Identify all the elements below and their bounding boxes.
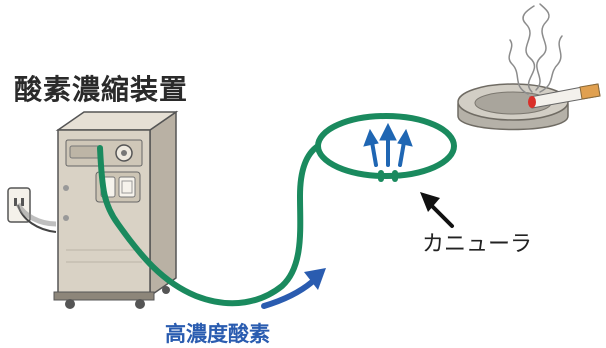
device-title: 酸素濃縮装置 xyxy=(14,73,189,106)
upward-arrows-icon xyxy=(363,122,413,167)
black-pointer-arrow-icon xyxy=(420,192,454,228)
oxygen-tube xyxy=(97,143,321,307)
cannula-label: カニューラ xyxy=(422,232,533,257)
cannula-loop xyxy=(315,113,457,179)
high-oxygen-label: 高濃度酸素 xyxy=(165,322,270,346)
ashtray xyxy=(457,83,569,131)
wall-socket-icon xyxy=(7,187,57,233)
smoke-wisps-icon xyxy=(508,3,563,95)
cigarette-icon xyxy=(528,83,601,109)
blue-curved-arrow-icon xyxy=(261,268,326,309)
oxygen-concentrator xyxy=(7,110,179,309)
